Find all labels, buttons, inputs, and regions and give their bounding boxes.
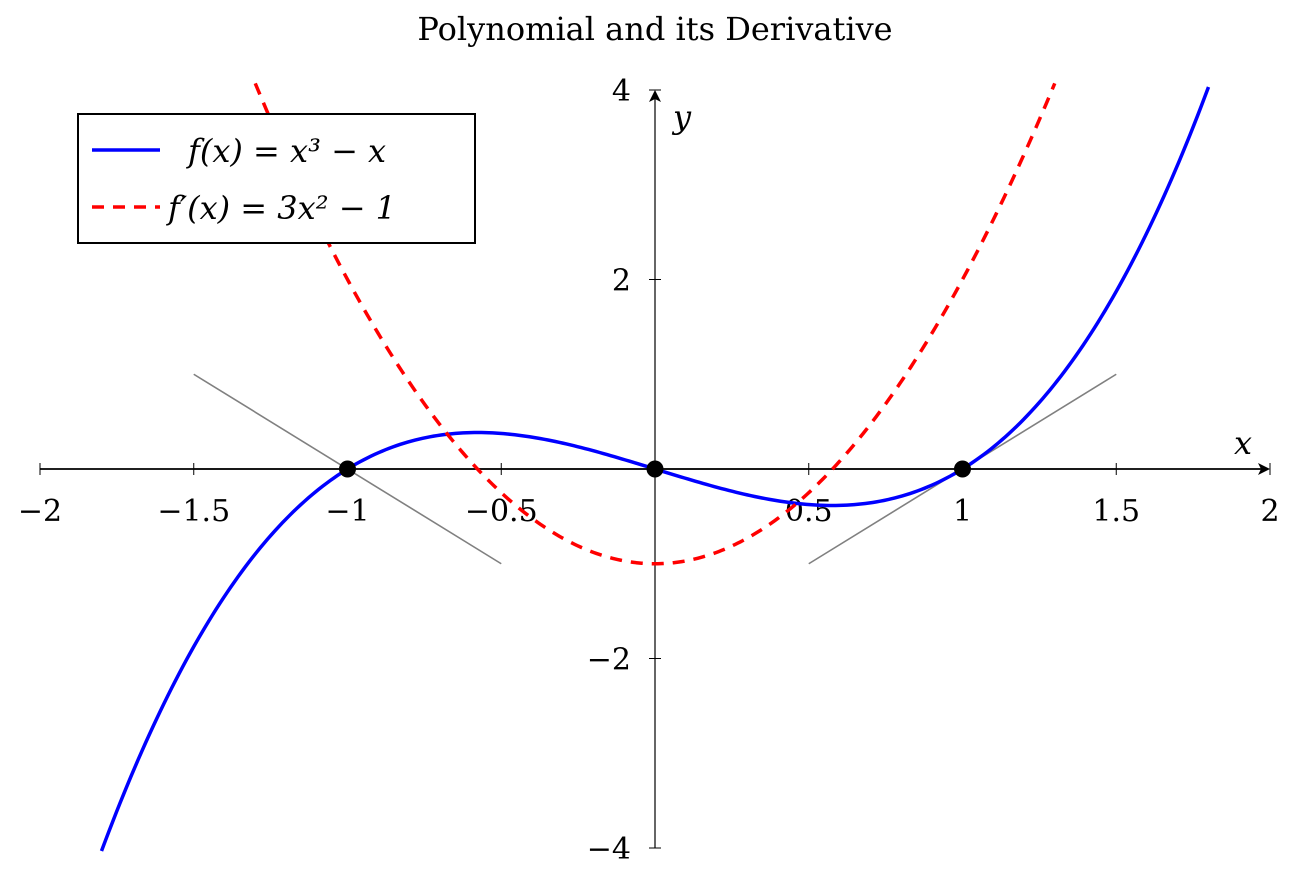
- x-tick-label: 1.5: [1092, 494, 1140, 529]
- root-points: [339, 460, 971, 478]
- legend: f(x) = x³ − x f′(x) = 3x² − 1: [77, 113, 476, 244]
- y-tick-label: −2: [587, 643, 631, 678]
- x-tick-label: −1: [325, 494, 369, 529]
- legend-box: [77, 113, 476, 244]
- y-tick-label: 4: [612, 74, 631, 109]
- chart-title: Polynomial and its Derivative: [417, 10, 892, 48]
- y-tick-label: −4: [587, 832, 631, 867]
- legend-label-f: f(x) = x³ − x: [186, 132, 386, 170]
- x-axis-arrow: [1258, 463, 1270, 475]
- axes: −2 −1.5 −1 −0.5 0.5 1 1.5 2 −4 −2 2 4: [18, 74, 1280, 867]
- x-axis-label: x: [1234, 424, 1252, 462]
- x-tick-label: 0.5: [785, 494, 833, 529]
- root-point: [339, 460, 356, 478]
- x-tick-label: 2: [1260, 494, 1279, 529]
- root-point: [954, 460, 971, 478]
- x-tick-label: −0.5: [465, 494, 538, 529]
- series-line-fprime: [253, 82, 1057, 566]
- y-tick-label: 2: [612, 264, 631, 299]
- y-axis-label: y: [671, 98, 692, 136]
- x-tick-label: −2: [18, 494, 62, 529]
- root-point: [646, 460, 664, 478]
- x-tick-label: −1.5: [157, 494, 230, 529]
- legend-label-fprime: f′(x) = 3x² − 1: [166, 189, 396, 227]
- x-tick-label: 1: [953, 494, 972, 529]
- y-axis-arrow: [649, 90, 661, 102]
